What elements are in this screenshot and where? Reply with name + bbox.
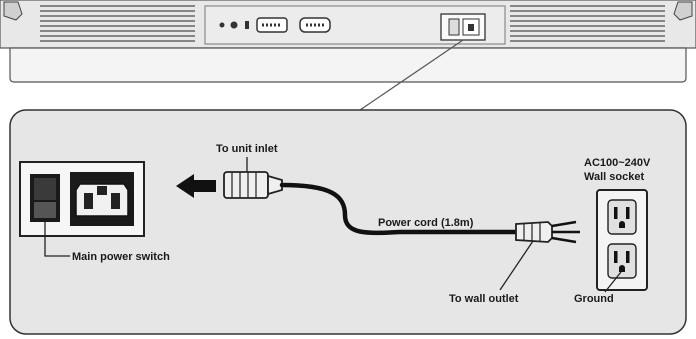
- switch-leader-line: [44, 222, 70, 257]
- right-vent-slats: [510, 5, 665, 42]
- audio-jack-icon: [230, 21, 238, 29]
- wall-outlet-leader-line: [499, 240, 534, 291]
- lower-receptacle: [607, 243, 637, 279]
- to-wall-outlet-label: To wall outlet: [449, 293, 519, 305]
- power-cord-label: Power cord (1.8m): [378, 217, 474, 229]
- callout-leader-line: [359, 39, 464, 111]
- wall-socket-label: Wall socket: [584, 171, 644, 183]
- main-power-switch-label: Main power switch: [72, 251, 170, 263]
- left-corner-bracket: [3, 1, 23, 21]
- main-power-switch: [30, 174, 60, 222]
- wall-socket: [596, 189, 648, 291]
- wall-plug: [515, 220, 580, 244]
- unit-rear-panel: [0, 0, 696, 83]
- to-unit-inlet-label: To unit inlet: [216, 143, 278, 155]
- power-cord: [279, 182, 523, 236]
- audio-jack-icon: [219, 22, 225, 28]
- inlet-switch-block: [19, 161, 145, 237]
- insert-direction-arrow: [176, 174, 216, 198]
- wall-socket-voltage-label: AC100~240V: [584, 157, 651, 169]
- left-vent-slats: [40, 5, 195, 42]
- unit-ac-inlet: [440, 13, 486, 41]
- ground-label: Ground: [574, 293, 614, 305]
- iec-inlet: [70, 172, 134, 226]
- iec-plug-connector: [223, 171, 283, 199]
- upper-receptacle: [607, 199, 637, 235]
- ground-hole: [619, 265, 625, 272]
- right-corner-bracket: [673, 1, 693, 21]
- ground-leader-line: [604, 271, 622, 293]
